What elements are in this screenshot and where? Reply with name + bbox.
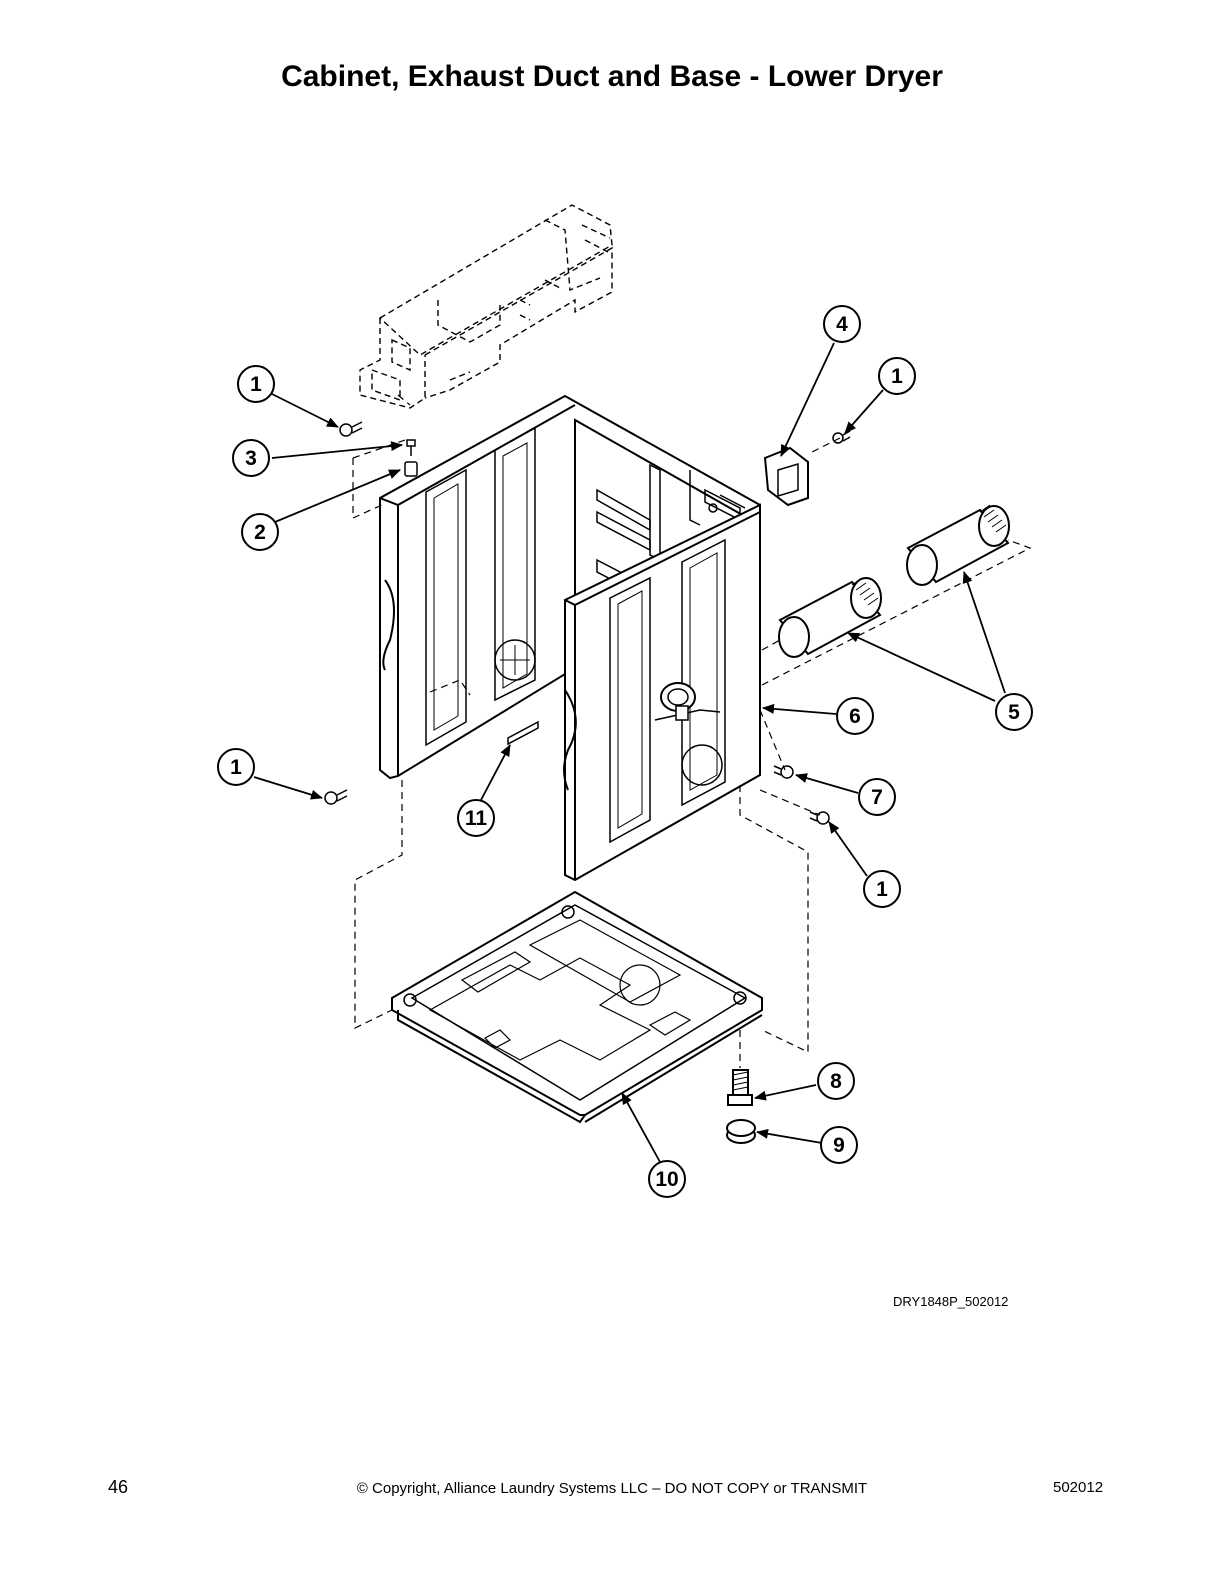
base-pan: [391, 890, 763, 1124]
exhaust-duct-rear: [906, 504, 1010, 586]
page-title: Cabinet, Exhaust Duct and Base - Lower D…: [281, 60, 943, 93]
svg-text:8: 8: [830, 1070, 842, 1093]
screws: [324, 421, 851, 825]
svg-text:10: 10: [655, 1168, 678, 1191]
callout-5: 5: [995, 693, 1033, 731]
exhaust-duct-front: [778, 577, 882, 658]
access-cover: [763, 446, 809, 507]
callout-1-upper-right: 1: [878, 357, 916, 395]
svg-text:7: 7: [871, 786, 883, 809]
svg-text:1: 1: [250, 373, 262, 396]
copyright-notice: © Copyright, Alliance Laundry Systems LL…: [356, 1480, 868, 1497]
callout-2: 2: [241, 513, 279, 551]
callout-10: 10: [648, 1160, 686, 1198]
callout-11: 11: [457, 799, 495, 837]
callout-6: 6: [836, 697, 874, 735]
callout-1-lower-right: 1: [863, 870, 901, 908]
page-number: 46: [108, 1477, 129, 1497]
svg-text:9: 9: [833, 1134, 845, 1157]
callout-1-upper-left: 1: [237, 365, 275, 403]
label-plate: [507, 720, 539, 746]
cabinet-right-side-panel: [563, 503, 761, 882]
figure-id: DRY1848P_502012: [893, 1294, 1009, 1309]
screw-item-3: [406, 439, 416, 456]
leveling-leg: [727, 1069, 753, 1106]
svg-text:1: 1: [230, 756, 242, 779]
svg-text:4: 4: [836, 313, 848, 336]
upper-dryer-ghost: [359, 204, 613, 409]
foot-pad: [726, 1119, 756, 1144]
callout-4: 4: [823, 305, 861, 343]
callout-leaders: [253, 342, 1006, 1163]
callout-8: 8: [817, 1062, 855, 1100]
nut-item-2: [404, 461, 418, 477]
callouts: 1 3 2 4 1 5 6 1: [217, 305, 1033, 1198]
document-code: 502012: [1053, 1479, 1104, 1496]
callout-9: 9: [820, 1126, 858, 1164]
screw-upper-left: [339, 421, 363, 437]
screw-lower-left: [324, 789, 348, 805]
screw-upper-right: [832, 430, 851, 444]
screw-lower-right: [809, 811, 830, 825]
svg-text:6: 6: [849, 705, 861, 728]
callout-1-lower-left: 1: [217, 748, 255, 786]
svg-text:2: 2: [254, 521, 266, 544]
svg-text:1: 1: [891, 365, 903, 388]
svg-text:5: 5: [1008, 701, 1020, 724]
callout-7: 7: [858, 778, 896, 816]
svg-text:11: 11: [465, 807, 488, 830]
callout-3: 3: [232, 439, 270, 477]
svg-text:1: 1: [876, 878, 888, 901]
svg-text:3: 3: [245, 447, 257, 470]
